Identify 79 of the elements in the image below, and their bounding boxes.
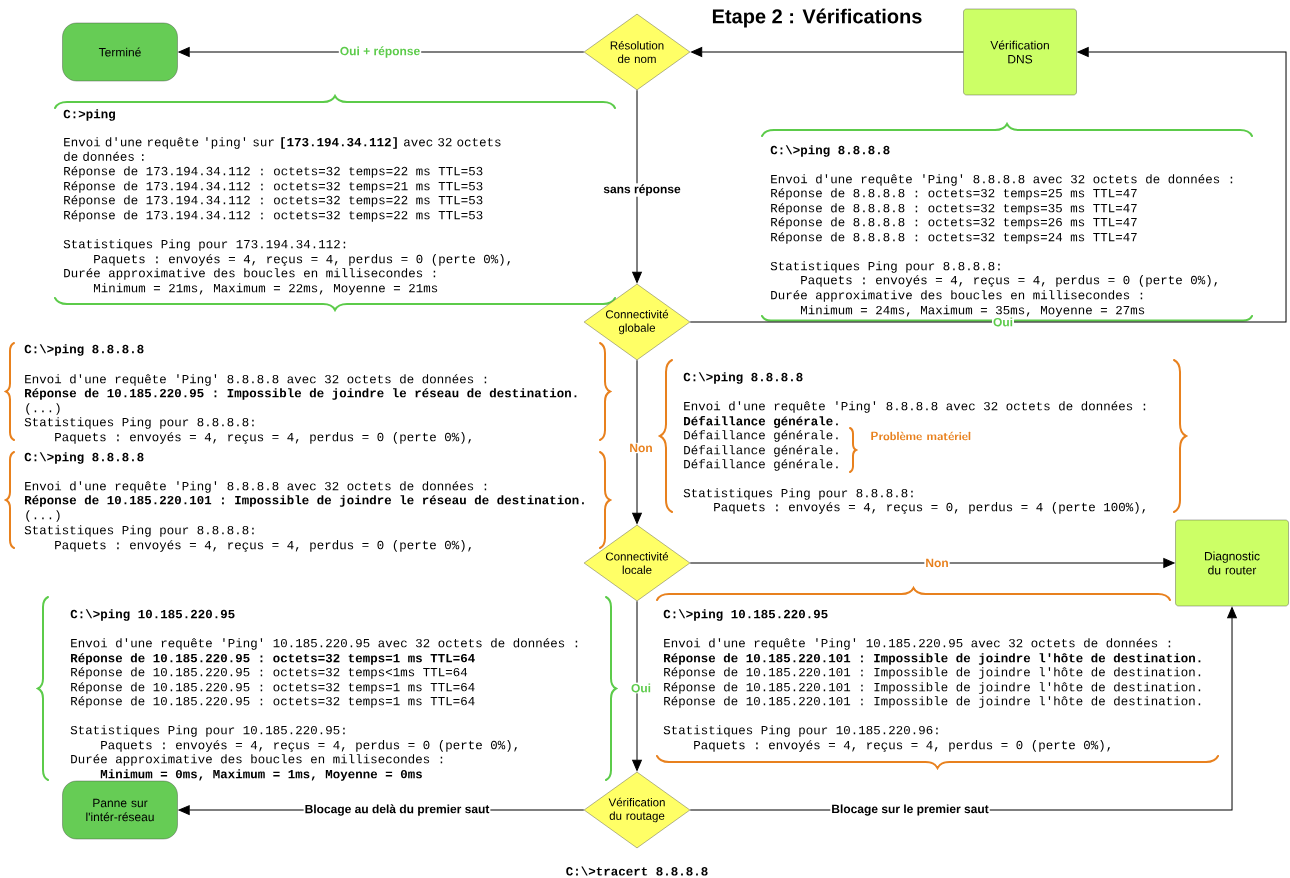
console-text: C:\>ping 10.185.220.95: [70, 609, 235, 621]
title: Etape 2 : Vérifications: [712, 8, 922, 28]
console-text: Paquets : envoyés = 4, reçus = 4, perdus = 0 (perte 0%),: [694, 740, 1110, 752]
console-text: Envoi d'une requête 'Ping' 8.8.8.8 avec 32 octets de données :: [771, 174, 1233, 186]
process-box: Vérification DNS: [963, 8, 1077, 96]
console-text: Statistiques Ping pour 8.8.8.8:: [24, 417, 254, 429]
console-text: Réponse de 8.8.8.8 : octets=32 temps=25 ms TTL=47: [771, 188, 1137, 200]
console-text: C:\>ping 8.8.8.8: [24, 452, 144, 464]
console-text: Statistiques Ping pour 173.194.34.112:: [63, 239, 346, 251]
terminal-box: Panne sur l'intér-réseau: [62, 780, 178, 840]
console-text: C:\>ping 8.8.8.8: [683, 372, 803, 384]
terminal-box: Terminé: [62, 22, 178, 82]
console-text: Réponse de 10.185.220.95 : octets=32 temps=1 ms TTL=64: [71, 696, 475, 708]
console-text: C:\>tracert 8.8.8.8: [566, 866, 708, 876]
console-text: Statistiques Ping pour 8.8.8.8:: [24, 525, 254, 537]
console-text: Paquets : envoyés = 4, reçus = 0, perdus = 4 (perte 100%),: [714, 502, 1145, 514]
console-text: Statistiques Ping pour 10.185.220.95:: [70, 725, 345, 737]
console-text: Paquets : envoyés = 4, reçus = 4, perdus = 0 (perte 0%),: [94, 254, 510, 266]
console-text: Envoi d'une requête 'Ping' 10.185.220.95 avec 32 octets de données :: [664, 638, 1171, 650]
console-text: Envoi d'une requête 'ping' sur [173.194.34.112] avec 32 octets de données :: [64, 137, 501, 161]
console-text: Réponse de 173.194.34.112 : octets=32 temps=22 ms TTL=53: [64, 166, 483, 178]
console-text: Paquets : envoyés = 4, reçus = 4, perdus = 0 (perte 0%),: [55, 432, 471, 444]
arrow: [632, 600, 642, 771]
console-text: Durée approximative des boucles en millisecondes :: [71, 754, 443, 766]
arrow: [689, 47, 1287, 323]
console-text: Paquets : envoyés = 4, reçus = 4, perdus = 0 (perte 0%),: [101, 740, 517, 752]
edge-label: Oui + réponse: [338, 45, 422, 59]
console-text: Réponse de 8.8.8.8 : octets=32 temps=35 ms TTL=47: [771, 203, 1137, 215]
console-text: Réponse de 173.194.34.112 : octets=32 temps=21 ms TTL=53: [64, 181, 483, 193]
console-text: Réponse de 173.194.34.112 : octets=32 temps=22 ms TTL=53: [64, 195, 483, 207]
console-text: Réponse de 10.185.220.95 : octets=32 temps<1ms TTL=64: [71, 667, 468, 679]
console-text: Paquets : envoyés = 4, reçus = 4, perdus = 0 (perte 0%),: [801, 275, 1217, 287]
arrow: [632, 89, 642, 283]
console-text: Statistiques Ping pour 10.185.220.96:: [663, 725, 938, 737]
console-text: C:\>ping 8.8.8.8: [770, 145, 890, 157]
console-text: Réponse de 10.185.220.101 : Impossible de joindre l'hôte de destination.: [664, 667, 1201, 679]
console-text: (...): [26, 403, 60, 415]
console-text: Durée approximative des boucles en millisecondes :: [771, 290, 1143, 302]
edge-label: Non: [924, 557, 950, 569]
console-text: Réponse de 10.185.220.95 : Impossible de joindre le réseau de destination.: [25, 388, 577, 400]
edge-label: Blocage sur le premier saut: [830, 803, 990, 817]
console-text: C:\>ping 10.185.220.95: [663, 609, 828, 621]
console-text: Réponse de 10.185.220.95 : octets=32 temps=1 ms TTL=64: [71, 653, 475, 665]
console-text: Paquets : envoyés = 4, reçus = 4, perdus = 0 (perte 0%),: [55, 540, 471, 552]
console-text: Envoi d'une requête 'Ping' 8.8.8.8 avec 32 octets de données :: [25, 481, 487, 493]
edge-label: Oui: [630, 682, 652, 694]
console-text: Réponse de 8.8.8.8 : octets=32 temps=24 ms TTL=47: [771, 232, 1137, 244]
process-box: Diagnostic du router: [1175, 519, 1289, 607]
edge-label: Oui: [992, 316, 1014, 328]
arrow: [689, 558, 1175, 568]
console-text: Statistiques Ping pour 8.8.8.8:: [770, 261, 1000, 273]
console-text: Réponse de 10.185.220.95 : octets=32 temps=1 ms TTL=64: [71, 682, 475, 694]
annotation-text: Problème matériel: [871, 431, 971, 441]
edge-label: Non: [628, 442, 654, 454]
console-text: Défaillance générale.: [684, 445, 838, 457]
console-text: Réponse de 10.185.220.101 : Impossible de joindre l'hôte de destination.: [664, 682, 1201, 694]
console-text: Statistiques Ping pour 8.8.8.8:: [683, 488, 913, 500]
console-text: Minimum = 24ms, Maximum = 35ms, Moyenne = 27ms: [801, 305, 1145, 317]
console-text: Défaillance générale.: [684, 430, 838, 442]
console-text: Envoi d'une requête 'Ping' 8.8.8.8 avec 32 octets de données :: [25, 374, 487, 386]
console-text: Durée approximative des boucles en millisecondes :: [64, 268, 436, 280]
arrow: [632, 359, 642, 524]
console-text: Réponse de 10.185.220.101 : Impossible de joindre l'hôte de destination.: [664, 696, 1201, 708]
arrow: [691, 47, 964, 57]
edge-label: Blocage au delà du premier saut: [303, 803, 491, 817]
console-text: Réponse de 10.185.220.101 : Impossible de joindre le réseau de destination.: [25, 495, 584, 507]
console-text: Réponse de 8.8.8.8 : octets=32 temps=26 ms TTL=47: [771, 217, 1137, 229]
console-text: (...): [26, 510, 60, 522]
console-text: Défaillance générale.: [684, 459, 838, 471]
console-text: Réponse de 10.185.220.101 : Impossible de joindre l'hôte de destination.: [664, 653, 1201, 665]
console-text: Envoi d'une requête 'Ping' 10.185.220.95 avec 32 octets de données :: [71, 638, 578, 650]
console-text: C:>ping: [63, 109, 115, 121]
console-text: Défaillance générale.: [684, 416, 838, 428]
edge-label: sans réponse: [602, 183, 682, 197]
console-text: Envoi d'une requête 'Ping' 8.8.8.8 avec 32 octets de données :: [684, 401, 1146, 413]
console-text: C:\>ping 8.8.8.8: [24, 344, 144, 356]
console-text: Réponse de 173.194.34.112 : octets=32 temps=22 ms TTL=53: [64, 210, 483, 222]
console-text: Minimum = 0ms, Maximum = 1ms, Moyenne = 0ms: [100, 769, 422, 781]
console-text: Minimum = 21ms, Maximum = 22ms, Moyenne = 21ms: [94, 283, 438, 295]
